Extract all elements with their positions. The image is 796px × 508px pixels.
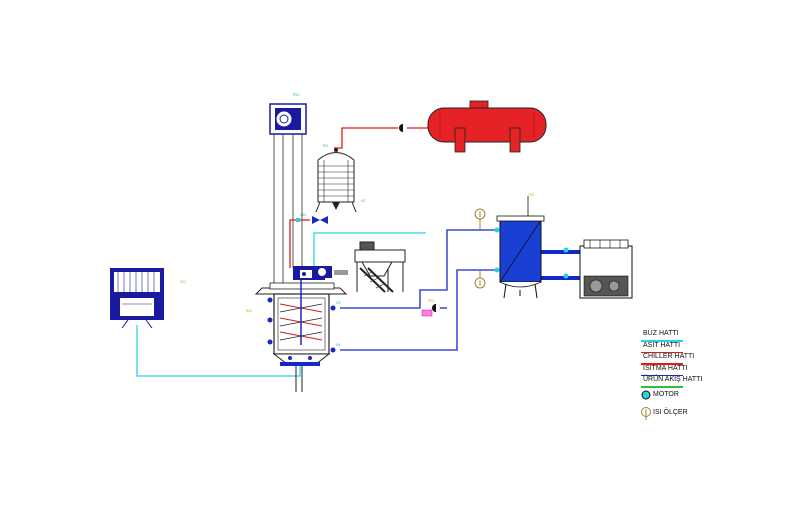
thermometer-icon	[474, 208, 486, 230]
svg-text:V3: V3	[336, 301, 340, 305]
legend-label: MOTOR	[653, 390, 679, 398]
isitma-line-2	[340, 269, 500, 351]
buz-line-top	[313, 232, 426, 268]
motor-icon	[641, 390, 651, 399]
legend-swatch	[641, 363, 683, 365]
chiller-connectors	[541, 250, 580, 280]
horizontal-storage-tank	[399, 100, 547, 153]
asit-line	[289, 219, 310, 268]
feeder-pump	[312, 266, 348, 278]
duct-lines	[273, 132, 303, 283]
svg-text:V4: V4	[336, 343, 340, 347]
vertical-coil-tank: T01 V2	[315, 144, 365, 213]
heating-tank: T02	[494, 193, 569, 299]
thermometer-icon	[474, 270, 486, 289]
svg-text:P01: P01	[428, 299, 434, 303]
hopper-structure	[354, 241, 406, 293]
svg-text:F01: F01	[293, 93, 299, 97]
legend-item-asit: ASİT HATTI	[640, 341, 720, 353]
legend-item-chiller: CHILLER HATTI	[640, 353, 720, 365]
legend-item-urun-akis: ÜRÜN AKIŞ HATTI	[640, 376, 720, 388]
chiller-line	[334, 127, 398, 149]
legend-label: CHILLER HATTI	[643, 353, 695, 360]
legend-label: ÜRÜN AKIŞ HATTI	[643, 376, 703, 383]
legend-label: ASİT HATTI	[643, 341, 681, 349]
chiller-unit	[579, 239, 633, 299]
svg-text:T01: T01	[322, 144, 328, 148]
svg-text:R01: R01	[246, 309, 252, 313]
legend-swatch	[641, 386, 683, 388]
legend-item-isitma: ISITMA HATTI	[640, 364, 720, 376]
air-handling-unit: F01	[269, 93, 307, 135]
legend-swatch	[641, 340, 683, 342]
ice-machine: F02	[110, 268, 186, 329]
svg-text:T02: T02	[528, 193, 534, 197]
buz-line	[136, 325, 301, 377]
svg-text:V2: V2	[361, 199, 365, 203]
isitma-line-1	[340, 229, 500, 309]
legend-label: BUZ HATTI	[643, 330, 679, 337]
main-reactor: R01 V3 V4	[246, 266, 348, 392]
svg-text:F02: F02	[180, 280, 186, 284]
legend-item-motor: MOTOR	[640, 388, 720, 404]
thermometer-icon	[641, 406, 651, 420]
tank-valves: V01	[296, 213, 328, 224]
svg-text:V01: V01	[300, 213, 306, 217]
legend: BUZ HATTI ASİT HATTI CHILLER HATTI ISITM…	[640, 330, 720, 420]
legend-item-isi-olcer: ISI ÖLÇER	[640, 404, 720, 420]
legend-swatch	[641, 351, 683, 353]
legend-swatch	[641, 374, 683, 376]
motor-icon: P01	[421, 299, 440, 317]
legend-item-buz: BUZ HATTI	[640, 330, 720, 342]
legend-label: ISI ÖLÇER	[653, 408, 688, 416]
legend-label: ISITMA HATTI	[643, 364, 688, 372]
